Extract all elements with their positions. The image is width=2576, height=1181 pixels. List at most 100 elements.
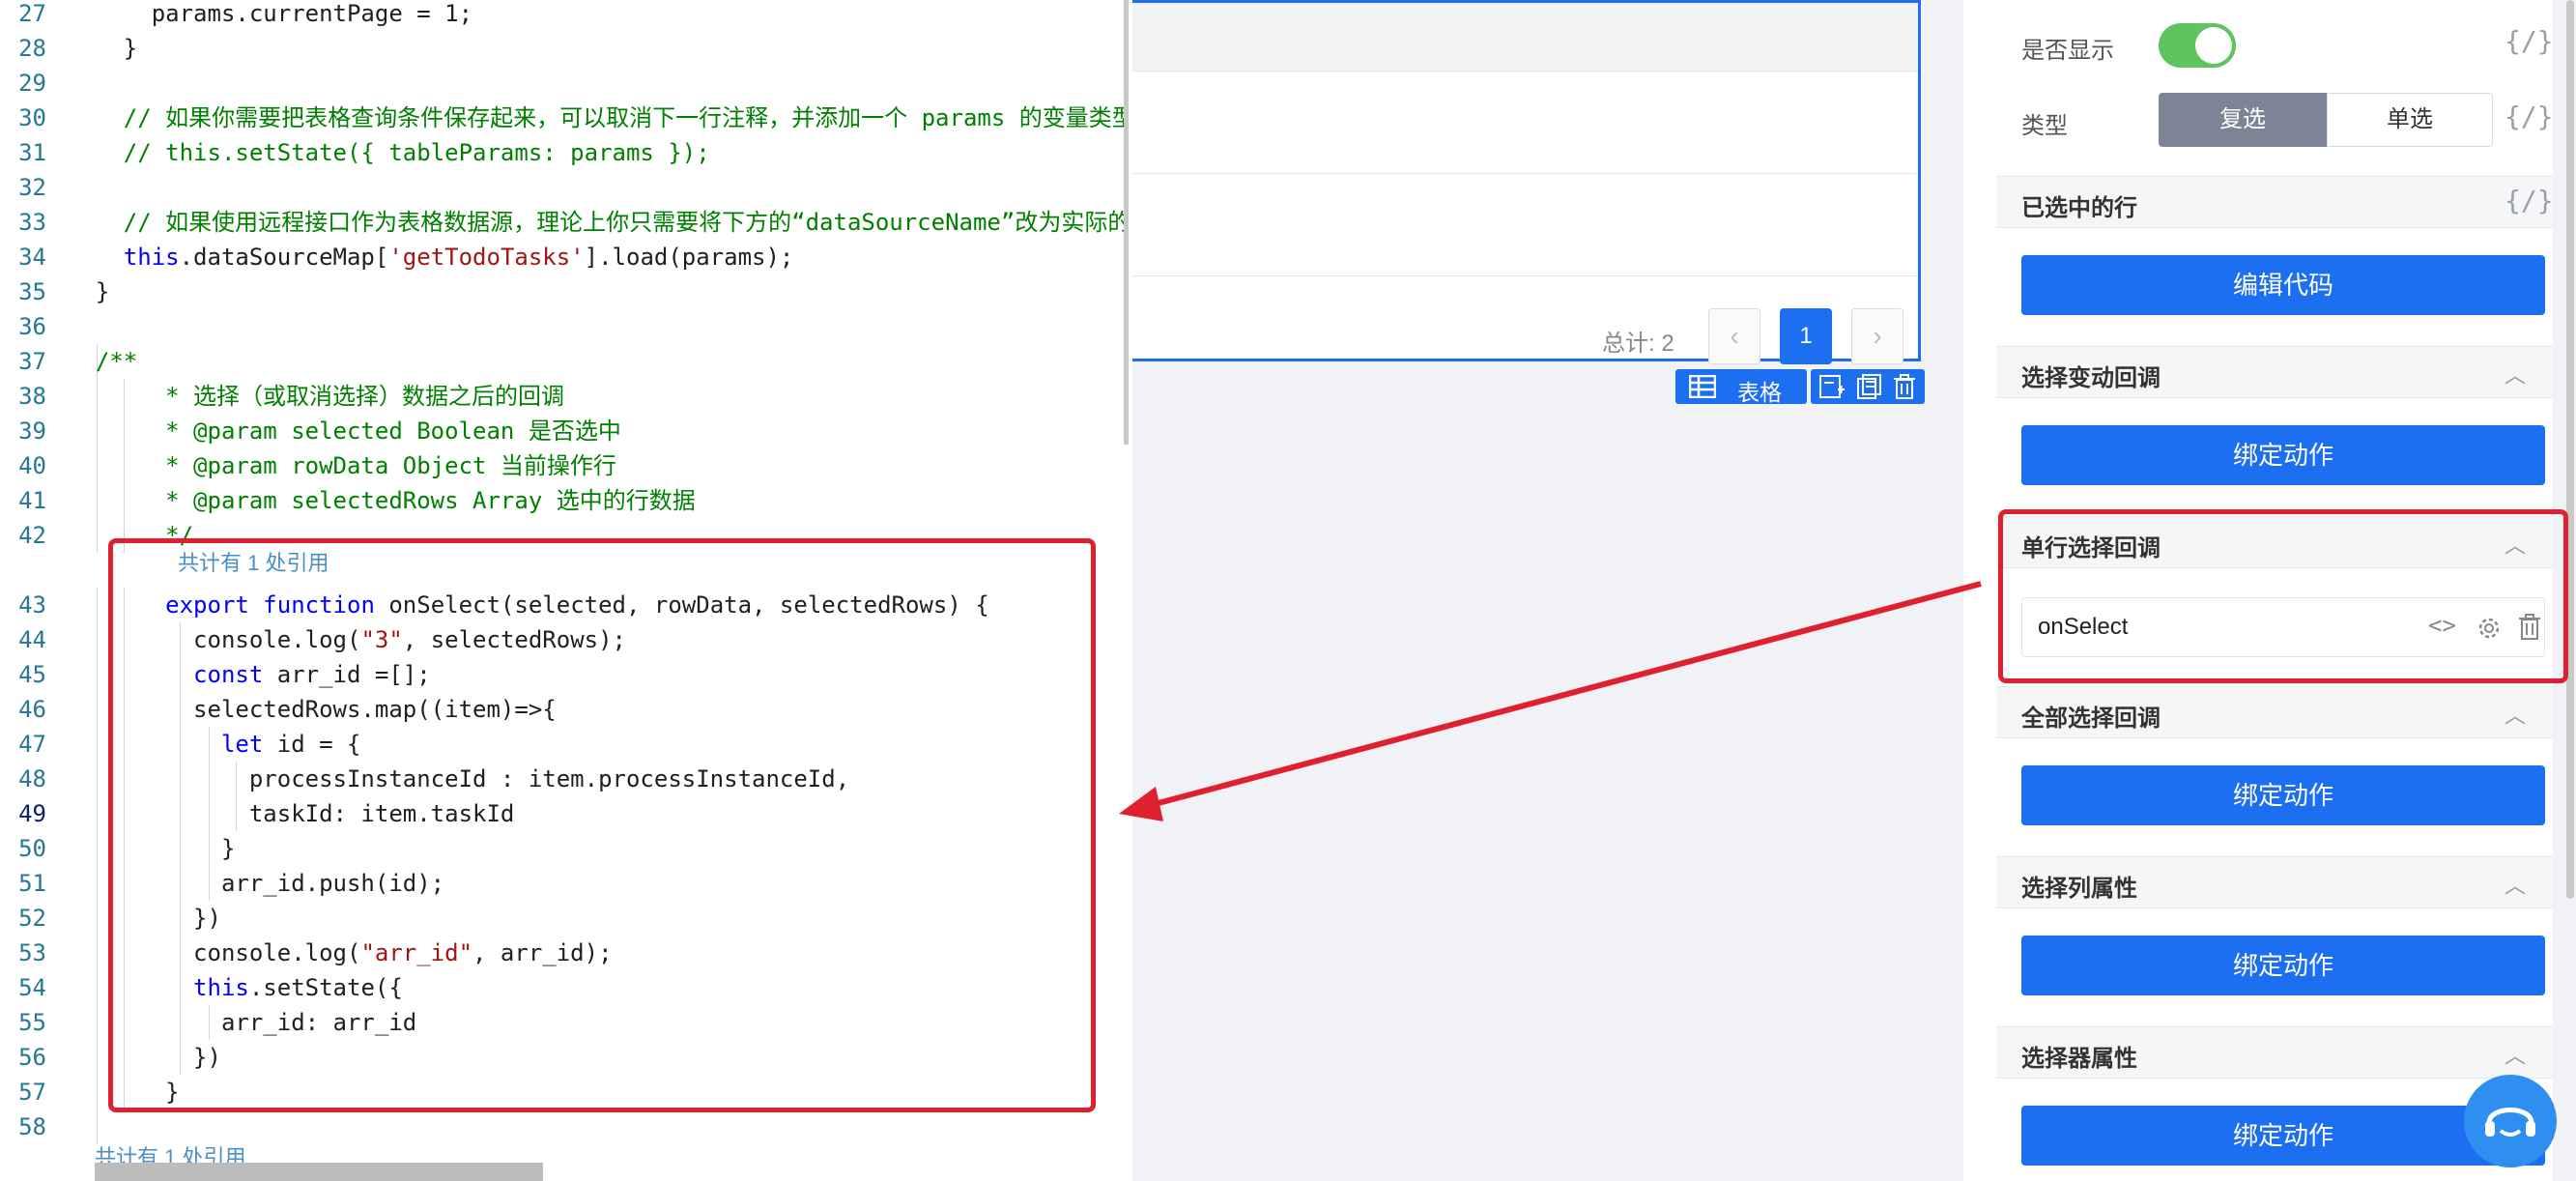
indent-guide [97,727,98,762]
code-text: }) [68,905,221,932]
variable-binding-icon[interactable]: {/} [2504,185,2554,216]
settings-gear-icon[interactable] [2475,614,2504,643]
visible-toggle[interactable] [2159,23,2236,68]
bound-action-item[interactable]: onSelect <> [2021,597,2545,657]
code-line[interactable]: 29 [0,66,1129,101]
code-line[interactable]: 34 this.dataSourceMap['getTodoTasks'].lo… [0,240,1129,274]
code-line[interactable]: 45 const arr_id =[]; [0,657,1129,692]
insert-icon[interactable] [1818,374,1846,399]
bind-action-button-select-all[interactable]: 绑定动作 [2021,765,2545,825]
code-line[interactable]: 41 * @param selectedRows Array 选中的行数据 [0,483,1129,518]
horizontal-scrollbar[interactable] [95,1163,543,1181]
editor-vertical-scrollbar[interactable] [1124,0,1129,445]
edit-code-button[interactable]: 编辑代码 [2021,255,2545,315]
code-line[interactable]: 43 export function onSelect(selected, ro… [0,588,1129,622]
indent-guide [124,727,125,762]
section-on-select[interactable]: 单行选择回调 ︿ [1996,516,2553,568]
code-line[interactable]: 58 [0,1109,1129,1144]
indent-guide [124,622,125,657]
highlight-box-handler [1998,509,2568,683]
section-column-props[interactable]: 选择列属性 ︿ [1996,856,2553,908]
bind-action-button-selector-props[interactable]: 绑定动作 [2021,1106,2545,1166]
type-option-single[interactable]: 单选 [2327,93,2493,147]
code-line[interactable]: 30 // 如果你需要把表格查询条件保存起来，可以取消下一行注释，并添加一个 p… [0,101,1129,135]
code-line[interactable]: 33 // 如果使用远程接口作为表格数据源，理论上你只需要将下方的“dataSo… [0,205,1129,240]
line-number: 35 [18,278,46,305]
chevron-up-icon[interactable]: ︿ [2504,363,2526,388]
code-line[interactable]: 47 let id = { [0,727,1129,762]
indent-guide [97,414,98,448]
line-number: 30 [18,104,46,131]
table-header-row [1132,3,1918,71]
variable-binding-icon[interactable]: {/} [2504,101,2554,132]
section-on-change[interactable]: 选择变动回调 ︿ [1996,346,2553,398]
section-selector-props[interactable]: 选择器属性 ︿ [1996,1026,2553,1079]
code-text: * @param selected Boolean 是否选中 [68,418,621,445]
chevron-up-icon[interactable]: ︿ [2504,704,2526,728]
pagination-prev-button[interactable]: ‹ [1708,308,1760,364]
code-line[interactable]: 44 console.log("3", selectedRows); [0,622,1129,657]
chevron-up-icon[interactable]: ︿ [2504,874,2526,898]
code-line[interactable]: 40 * @param rowData Object 当前操作行 [0,448,1129,483]
highlight-box-code [108,538,1096,1112]
indent-guide [180,762,181,796]
code-text: console.log("arr_id", arr_id); [68,939,613,966]
code-line[interactable]: 51 arr_id.push(id); [0,866,1129,901]
code-text: this.setState({ [193,974,403,1001]
properties-panel: 是否显示 {/} 类型 复选 单选 {/} 已选中的行 {/} 编辑代码 选择变… [1996,0,2576,1181]
code-line[interactable]: 38 * 选择（或取消选择）数据之后的回调 [0,379,1129,414]
indent-guide [97,1040,98,1075]
code-line[interactable]: 49 taskId: item.taskId [0,796,1129,831]
component-label-tag[interactable]: 表格 [1675,369,1807,405]
code-line[interactable]: 53 console.log("arr_id", arr_id); [0,936,1129,970]
delete-icon[interactable] [2517,614,2542,641]
line-number: 55 [18,1009,46,1036]
pagination-page-1[interactable]: 1 [1780,308,1832,364]
chevron-up-icon[interactable]: ︿ [2504,1044,2526,1068]
indent-guide [97,622,98,657]
variable-binding-icon[interactable]: {/} [2504,25,2554,57]
line-number: 52 [18,905,46,932]
code-line[interactable]: 46 selectedRows.map((item)=>{ [0,692,1129,727]
pagination-next-button[interactable]: › [1851,308,1903,364]
code-line[interactable]: 57 } [0,1075,1129,1109]
code-line[interactable]: 48 processInstanceId : item.processInsta… [0,762,1129,796]
table-component[interactable]: 总计: 2 ‹ 1 › [1132,0,1921,364]
code-line[interactable]: 55 arr_id: arr_id [0,1005,1129,1040]
panel-scrollbar[interactable] [2566,0,2574,899]
code-text: export function onSelect(selected, rowDa… [165,591,989,619]
code-line[interactable]: 56 }) [0,1040,1129,1075]
indent-guide [97,762,98,796]
bind-action-button-change[interactable]: 绑定动作 [2021,425,2545,485]
chevron-up-icon[interactable]: ︿ [2504,533,2526,558]
code-line[interactable]: 36 [0,309,1129,344]
code-text: arr_id.push(id); [68,870,445,897]
code-text: } [68,35,138,62]
indent-guide [97,970,98,1005]
type-label: 类型 [2021,113,2068,139]
codelens-references[interactable]: 共计有 1 处引用 [178,551,329,575]
trash-icon[interactable] [1892,374,1917,399]
customer-service-button[interactable] [2464,1075,2557,1167]
component-label-text: 表格 [1737,380,1782,405]
bind-action-button-column-props[interactable]: 绑定动作 [2021,936,2545,995]
code-line[interactable]: 39 * @param selected Boolean 是否选中 [0,414,1129,448]
code-text: arr_id: arr_id [68,1009,417,1036]
code-line[interactable]: 27 params.currentPage = 1; [0,0,1129,31]
code-line[interactable]: 52 }) [0,901,1129,936]
indent-guide [97,483,98,518]
code-line[interactable]: 50 } [0,831,1129,866]
copy-icon[interactable] [1855,374,1882,399]
section-selected-rows[interactable]: 已选中的行 {/} [1996,176,2554,228]
code-line[interactable]: 28 } [0,31,1129,66]
code-line[interactable]: 37 /** [0,344,1129,379]
code-line[interactable]: 31 // this.setState({ tableParams: param… [0,135,1129,170]
code-icon[interactable]: <> [2428,612,2456,639]
code-line[interactable]: 42 */ [0,518,1129,553]
code-line[interactable]: 35 } [0,274,1129,309]
code-line[interactable]: 32 [0,170,1129,205]
type-option-multi[interactable]: 复选 [2159,93,2327,147]
code-line[interactable]: 54 this.setState({ [0,970,1129,1005]
section-on-select-all[interactable]: 全部选择回调 ︿ [1996,686,2553,738]
